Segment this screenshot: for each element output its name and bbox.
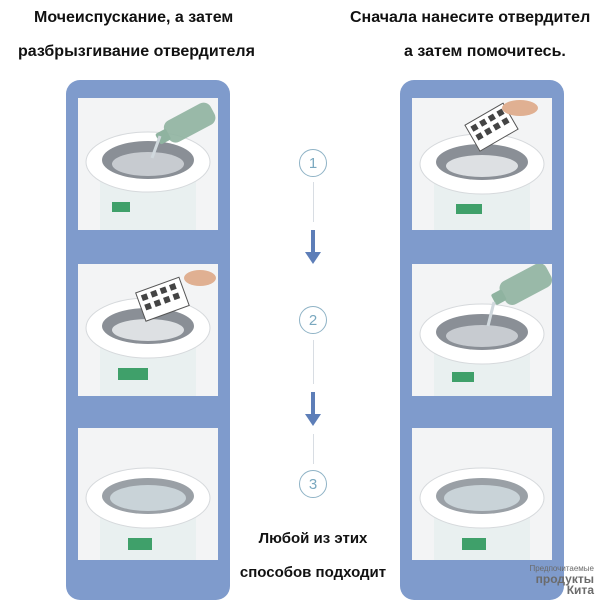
step-1-marker: 1 [299, 149, 327, 177]
right-title-line1: Сначала нанесите отвердител [350, 9, 591, 26]
step-3-marker: 3 [299, 470, 327, 498]
down-arrow-icon [305, 230, 321, 264]
left-title-line1: Мочеиспускание, а затем [34, 9, 234, 26]
watermark-line1: Предпочитаемые [529, 564, 594, 573]
watermark-line3: Кита [566, 583, 594, 597]
step-2-marker: 2 [299, 306, 327, 334]
left-step1-photo [78, 98, 218, 230]
watermark-logo: Предпочитаемые продукты Кита [529, 563, 594, 596]
down-arrow-icon [305, 392, 321, 426]
note-line1: Любой из этих [258, 530, 368, 547]
right-step3-photo [412, 428, 552, 560]
left-method-panel [66, 80, 230, 600]
right-step2-photo [412, 264, 552, 396]
center-divider-2 [313, 340, 314, 384]
right-step1-photo [412, 98, 552, 230]
left-step3-photo [78, 428, 218, 560]
right-method-panel [400, 80, 564, 600]
center-divider-1 [313, 182, 314, 222]
left-title-line2: разбрызгивание отвердителя [18, 43, 255, 60]
right-title-line2: а затем помочитесь. [404, 43, 566, 60]
watermark-line2: продукты [535, 572, 594, 586]
center-divider-3 [313, 434, 314, 464]
left-step2-photo [78, 264, 218, 396]
note-line2: способов подходит [239, 564, 387, 581]
